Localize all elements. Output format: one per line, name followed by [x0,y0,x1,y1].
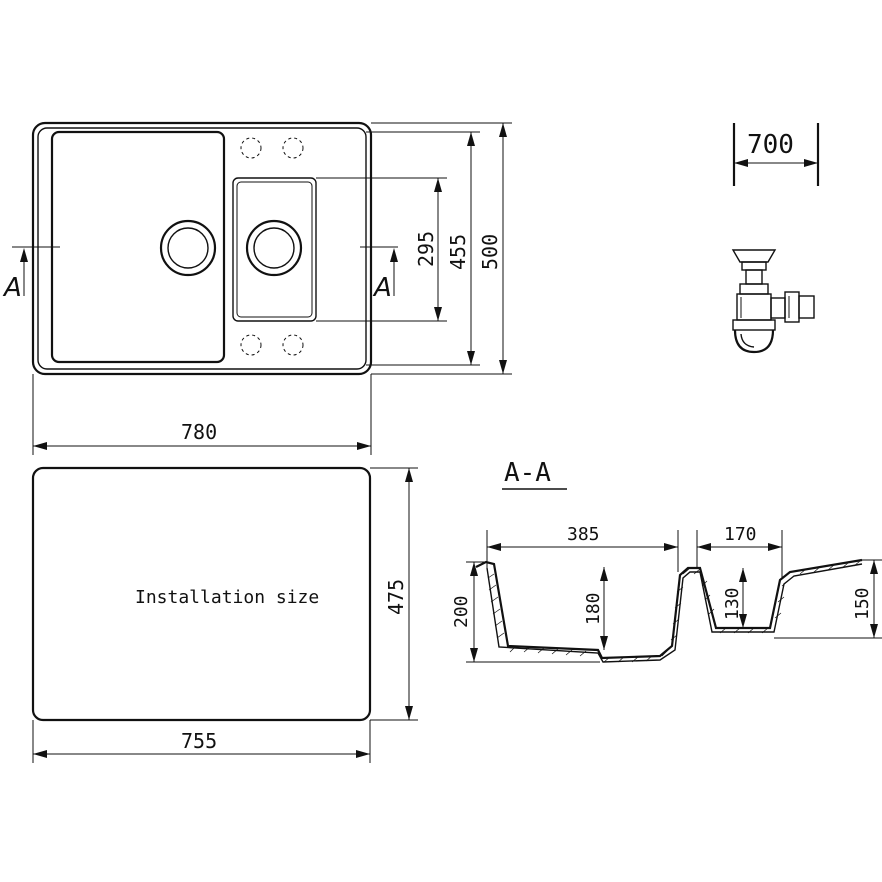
small-bowl-inner [236,181,313,318]
top-view-dimensions: 780 500 455 295 [32,122,512,455]
section-mark-right: A [372,273,392,303]
dim-rim-height: 150 [852,587,873,620]
cutout-outline [31,466,372,722]
dim-small-bowl-depth-section: 130 [722,587,743,620]
big-bowl-outline [50,130,226,364]
sink-outer-contour [31,121,373,376]
installation-cutout: Installation size 755 475 [31,466,418,763]
tap-hole-marker [282,137,304,159]
small-bowl-drain [245,219,303,277]
big-bowl-drain [159,219,217,277]
dim-cutout-depth: 475 [384,579,408,615]
cabinet-dimension: 700 [732,123,820,186]
small-bowl-outline [232,177,317,322]
dim-cutout-width: 755 [181,729,217,753]
tap-hole-marker [240,334,262,356]
dim-inner-depth: 455 [446,234,470,270]
dim-big-bowl-width: 385 [567,524,600,545]
dim-big-bowl-depth: 180 [583,592,604,625]
dim-small-bowl-depth: 295 [414,231,438,267]
dim-cabinet-width: 700 [747,130,794,160]
sink-rim [37,127,367,370]
dim-total-height: 200 [451,595,472,628]
dim-overall-depth: 500 [478,234,502,270]
dim-small-bowl-width: 170 [724,524,757,545]
section-a-a: A-A [451,458,882,663]
tap-hole-marker [282,334,304,356]
section-title: A-A [504,458,551,488]
siphon-icon [731,249,815,354]
tap-hole-marker [240,137,262,159]
installation-label: Installation size [135,587,319,608]
dim-overall-width: 780 [181,420,217,444]
sink-top-view: A A [2,121,398,376]
section-mark-left: A [2,273,22,303]
